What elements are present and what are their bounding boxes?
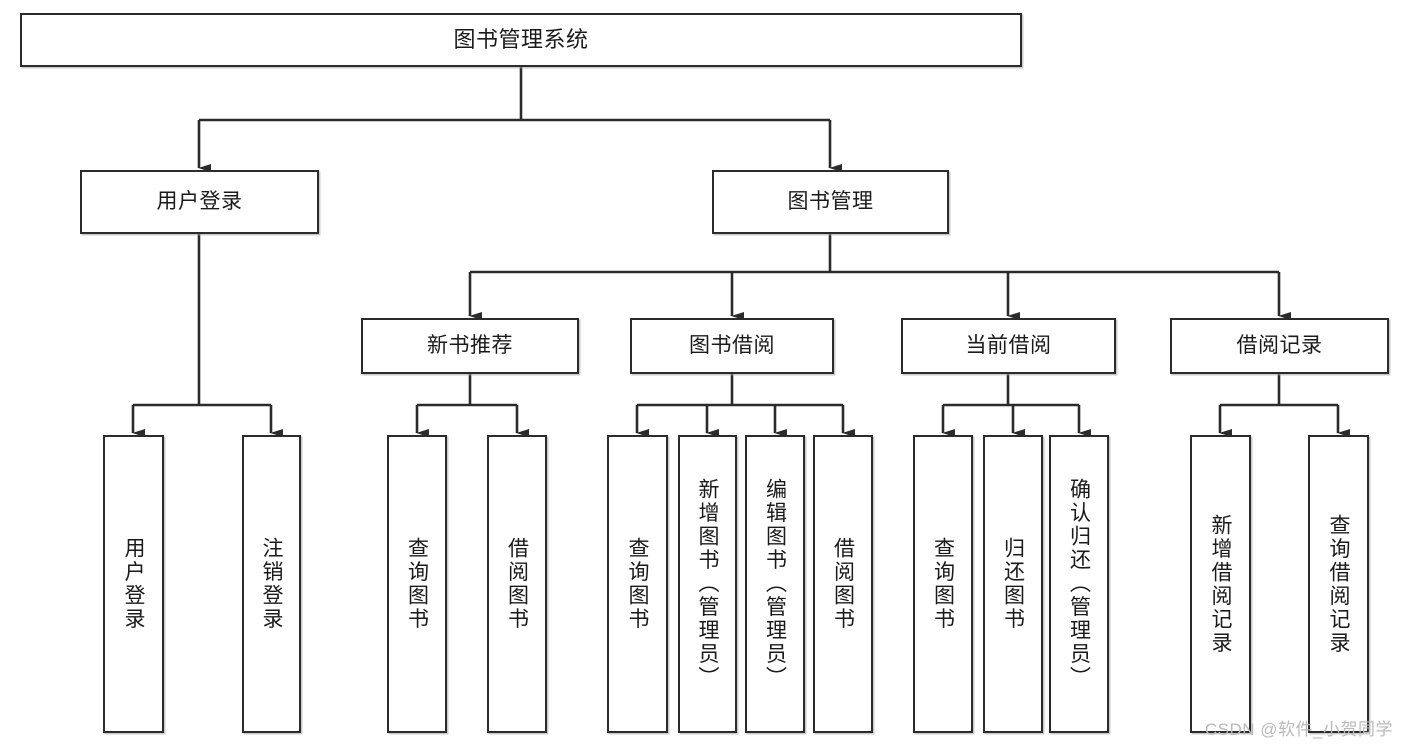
node-leaf-user-login[interactable]: 用户登录 — [103, 435, 164, 733]
node-borrow-record-label: 借阅记录 — [1236, 333, 1323, 357]
node-leaf-query-book-1-label: 查询图书 — [405, 537, 429, 631]
node-book-borrow-label: 图书借阅 — [689, 333, 775, 357]
node-leaf-query-book-1[interactable]: 查询图书 — [387, 435, 447, 733]
node-leaf-logout-label: 注销登录 — [260, 537, 283, 631]
node-leaf-add-book[interactable]: 新增图书（管理员） — [678, 435, 737, 733]
node-leaf-query-book-2-label: 查询图书 — [626, 537, 649, 631]
node-leaf-query-book-2[interactable]: 查询图书 — [607, 435, 668, 733]
node-leaf-edit-book-label: 编辑图书（管理员） — [763, 478, 787, 690]
node-leaf-add-book-label: 新增图书（管理员） — [696, 478, 719, 690]
node-leaf-borrow-book-1[interactable]: 借阅图书 — [487, 435, 547, 733]
watermark: CSDN @软件_小贺同学 — [1204, 720, 1393, 739]
node-book-borrow[interactable]: 图书借阅 — [630, 318, 834, 374]
node-leaf-query-book-3-label: 查询图书 — [931, 537, 955, 631]
node-leaf-add-record[interactable]: 新增借阅记录 — [1190, 435, 1251, 733]
node-leaf-logout[interactable]: 注销登录 — [242, 435, 301, 733]
node-borrow-record[interactable]: 借阅记录 — [1170, 318, 1389, 374]
node-leaf-user-login-label: 用户登录 — [122, 537, 145, 631]
node-leaf-borrow-book-1-label: 借阅图书 — [505, 537, 529, 631]
node-leaf-edit-book[interactable]: 编辑图书（管理员） — [745, 435, 805, 733]
node-leaf-query-book-3[interactable]: 查询图书 — [913, 435, 973, 733]
node-user-login[interactable]: 用户登录 — [80, 170, 319, 234]
node-leaf-add-record-label: 新增借阅记录 — [1209, 513, 1232, 655]
node-current-borrow-label: 当前借阅 — [965, 333, 1052, 357]
node-leaf-borrow-book-2-label: 借阅图书 — [831, 537, 855, 631]
node-new-book-rec-label: 新书推荐 — [427, 333, 513, 357]
node-leaf-query-record-label: 查询借阅记录 — [1327, 513, 1350, 655]
node-book-manage[interactable]: 图书管理 — [712, 170, 949, 234]
node-book-manage-label: 图书管理 — [787, 189, 874, 213]
node-root[interactable]: 图书管理系统 — [20, 13, 1022, 67]
node-root-label: 图书管理系统 — [453, 27, 589, 53]
node-current-borrow[interactable]: 当前借阅 — [901, 318, 1116, 374]
node-leaf-query-record[interactable]: 查询借阅记录 — [1308, 435, 1369, 733]
node-new-book-rec[interactable]: 新书推荐 — [361, 318, 579, 374]
node-leaf-return-book[interactable]: 归还图书 — [983, 435, 1043, 733]
node-leaf-borrow-book-2[interactable]: 借阅图书 — [813, 435, 873, 733]
node-leaf-confirm-return[interactable]: 确认归还（管理员） — [1049, 435, 1109, 733]
node-leaf-confirm-return-label: 确认归还（管理员） — [1067, 478, 1091, 690]
node-user-login-label: 用户登录 — [156, 189, 243, 213]
node-leaf-return-book-label: 归还图书 — [1001, 537, 1025, 631]
